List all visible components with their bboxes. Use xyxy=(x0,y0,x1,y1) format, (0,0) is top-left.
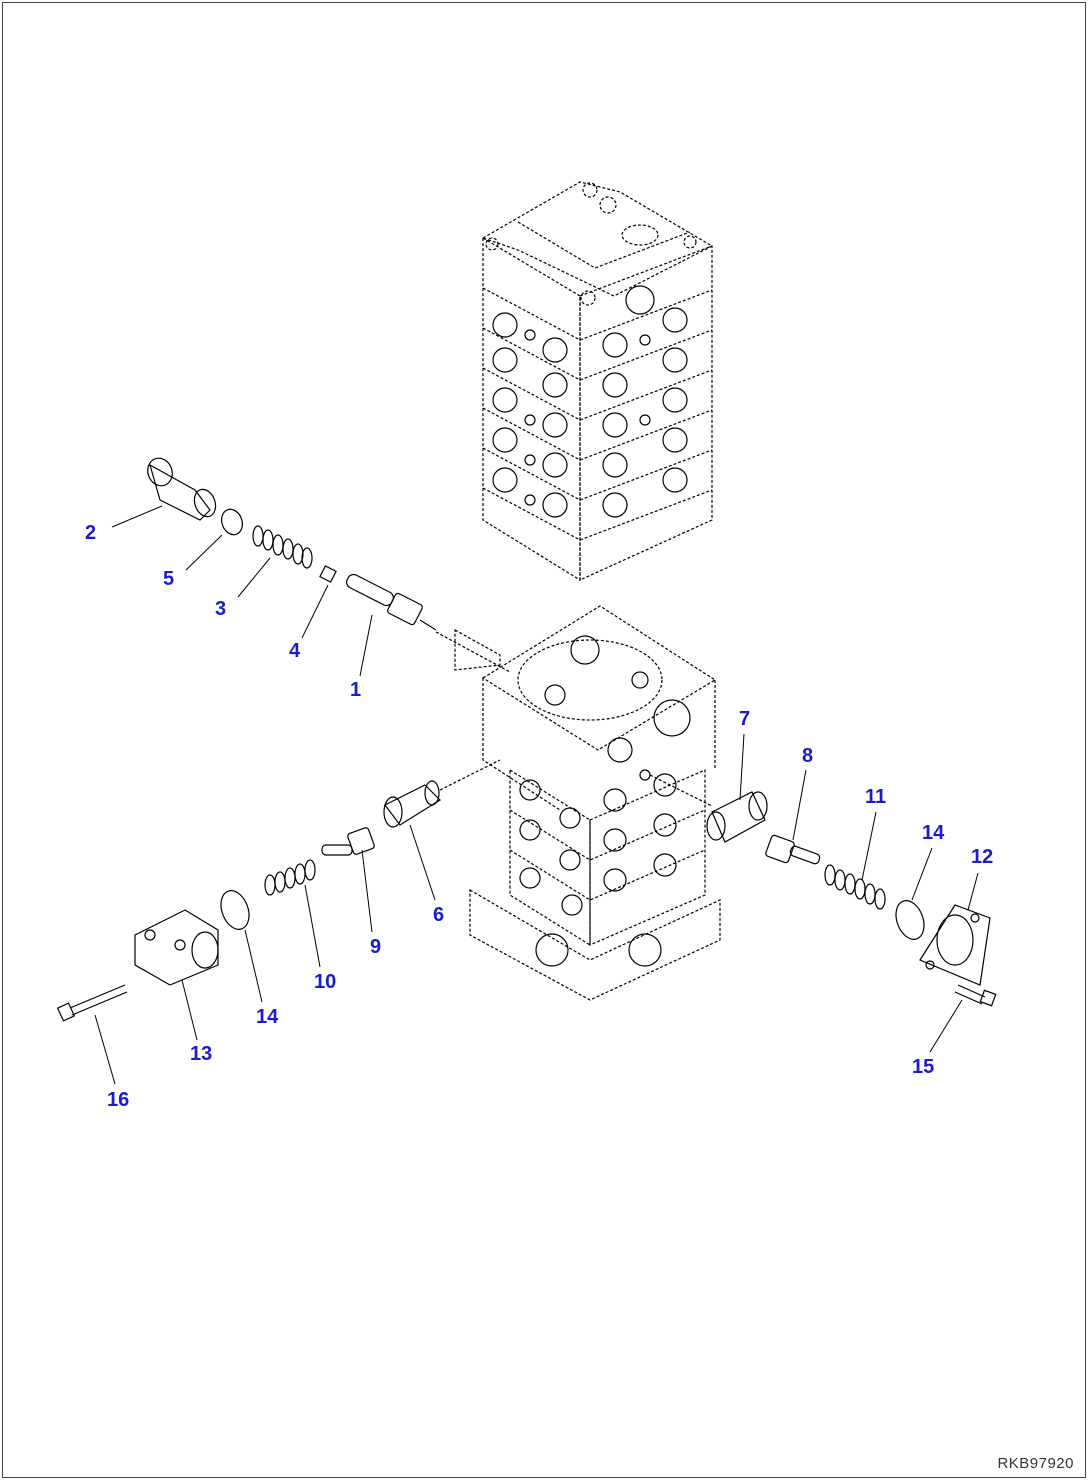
valve-block-overview-ports xyxy=(492,285,688,518)
part-5-o-ring xyxy=(221,508,243,536)
part-14-o-ring-right xyxy=(895,900,925,940)
part-1-spool xyxy=(346,573,511,673)
part-7-sleeve xyxy=(649,774,768,843)
callout-10: 10 xyxy=(314,971,337,993)
callout-6: 6 xyxy=(433,904,445,926)
part-10-spring xyxy=(264,859,316,896)
callout-12: 12 xyxy=(971,846,994,868)
callout-14-right: 14 xyxy=(922,822,945,844)
part-13-cover xyxy=(134,909,219,986)
callout-8: 8 xyxy=(802,745,814,767)
drawing-reference-code: RKB97920 xyxy=(997,1455,1074,1472)
callout-11: 11 xyxy=(865,786,887,808)
callout-7: 7 xyxy=(739,708,751,730)
callout-1: 1 xyxy=(350,679,362,701)
valve-block-main xyxy=(469,605,721,1001)
part-15-bolt xyxy=(954,984,997,1007)
part-14-o-ring-left xyxy=(220,890,250,930)
part-2-cap xyxy=(147,457,217,521)
valve-block-main-ports xyxy=(519,635,691,967)
part-16-bolt xyxy=(56,984,128,1022)
callout-5: 5 xyxy=(163,568,175,590)
callout-16: 16 xyxy=(107,1089,130,1111)
part-12-cover xyxy=(919,904,991,986)
callout-14-left: 14 xyxy=(256,1006,279,1028)
callout-15: 15 xyxy=(912,1056,935,1078)
part-8-spool xyxy=(765,834,821,865)
callout-9: 9 xyxy=(370,936,382,958)
callout-2: 2 xyxy=(85,522,97,544)
callout-13: 13 xyxy=(190,1043,213,1065)
part-3-spring xyxy=(252,525,313,569)
part-11-spring xyxy=(824,864,886,910)
valve-block-overview xyxy=(481,181,714,582)
part-6-sleeve xyxy=(383,759,501,828)
callout-4: 4 xyxy=(289,640,301,662)
part-4-nut xyxy=(319,565,337,583)
leader-lines xyxy=(94,505,979,1085)
callout-3: 3 xyxy=(215,598,227,620)
part-9-spool xyxy=(321,827,375,856)
